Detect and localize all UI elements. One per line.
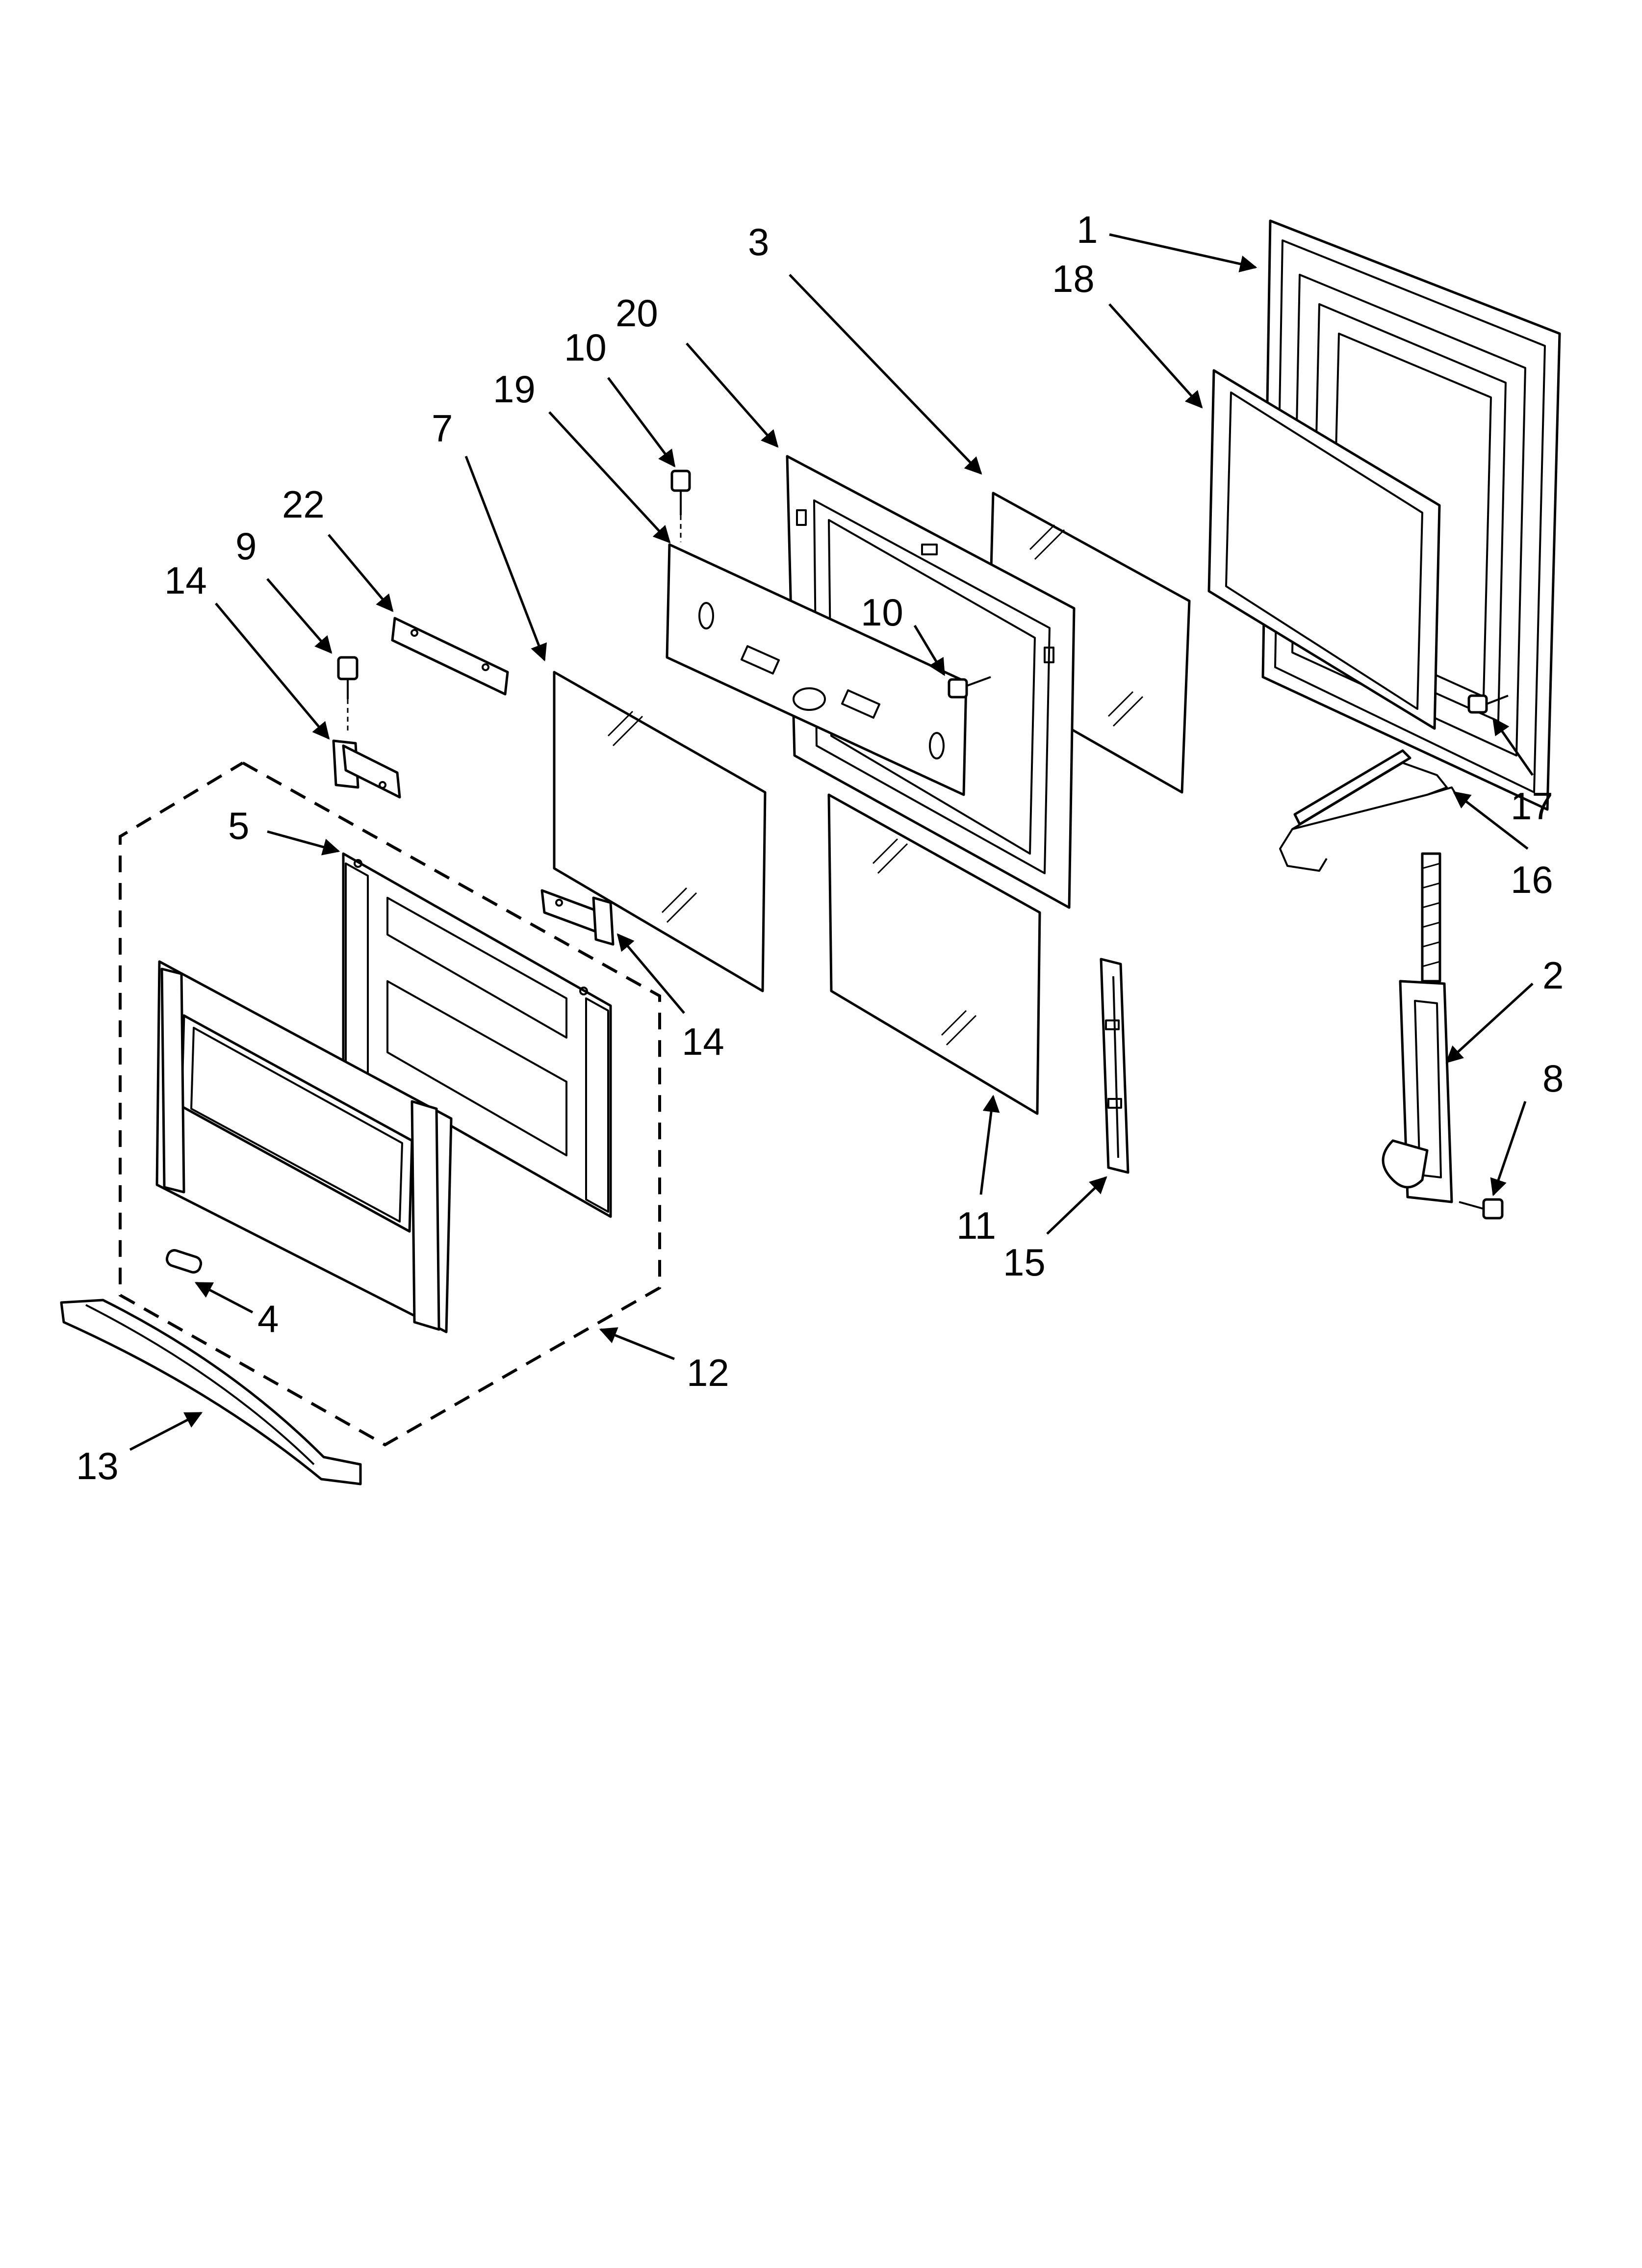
callout-12: 12 xyxy=(687,1351,729,1394)
badge-4 xyxy=(165,1249,203,1274)
callout-14a: 14 xyxy=(164,559,207,602)
bracket-16 xyxy=(1279,749,1460,872)
callout-13: 13 xyxy=(76,1444,119,1487)
screw-8 xyxy=(1459,1198,1504,1220)
door-frame xyxy=(1207,369,1441,730)
leader-lines xyxy=(129,233,1534,1451)
callout-18: 18 xyxy=(1052,257,1095,300)
callout-10b: 10 xyxy=(861,591,903,634)
hinge-bracket-14-left xyxy=(332,739,401,799)
door-liner-5 xyxy=(342,852,612,1218)
callout-9: 9 xyxy=(235,524,257,568)
screw-17 xyxy=(1467,694,1509,714)
callout-8: 8 xyxy=(1542,1057,1564,1100)
screw-9 xyxy=(337,656,359,731)
callout-17: 17 xyxy=(1511,784,1553,828)
callout-5: 5 xyxy=(228,804,249,847)
vent-panel-19 xyxy=(666,543,968,796)
handle-13 xyxy=(60,1299,362,1486)
callout-10a: 10 xyxy=(564,326,607,369)
callout-1: 1 xyxy=(1077,208,1098,251)
callout-19: 19 xyxy=(493,367,536,411)
channel-15 xyxy=(1100,958,1129,1174)
callout-2: 2 xyxy=(1542,954,1564,997)
screw-10-top xyxy=(670,469,691,542)
callout-15: 15 xyxy=(1003,1241,1046,1284)
hinge-2 xyxy=(1382,852,1453,1203)
hinge-bracket-14-right xyxy=(540,889,615,946)
screw-10-mid xyxy=(948,676,991,699)
callout-7: 7 xyxy=(432,407,453,450)
callout-14b: 14 xyxy=(682,1020,724,1063)
callout-16: 16 xyxy=(1511,858,1553,901)
strip-22 xyxy=(391,617,509,696)
callout-labels: 1 18 3 20 10 19 7 22 9 14 10 17 16 5 14 … xyxy=(76,208,1564,1487)
glass-7 xyxy=(553,671,767,992)
callout-11: 11 xyxy=(956,1204,996,1247)
inner-glass-11 xyxy=(827,793,1041,1115)
callout-3: 3 xyxy=(748,220,769,263)
callout-22: 22 xyxy=(282,483,325,526)
door-front-panel xyxy=(155,960,453,1333)
door-assembly-12-outline xyxy=(119,761,661,1447)
callout-20: 20 xyxy=(616,291,658,335)
callout-4: 4 xyxy=(257,1297,279,1340)
